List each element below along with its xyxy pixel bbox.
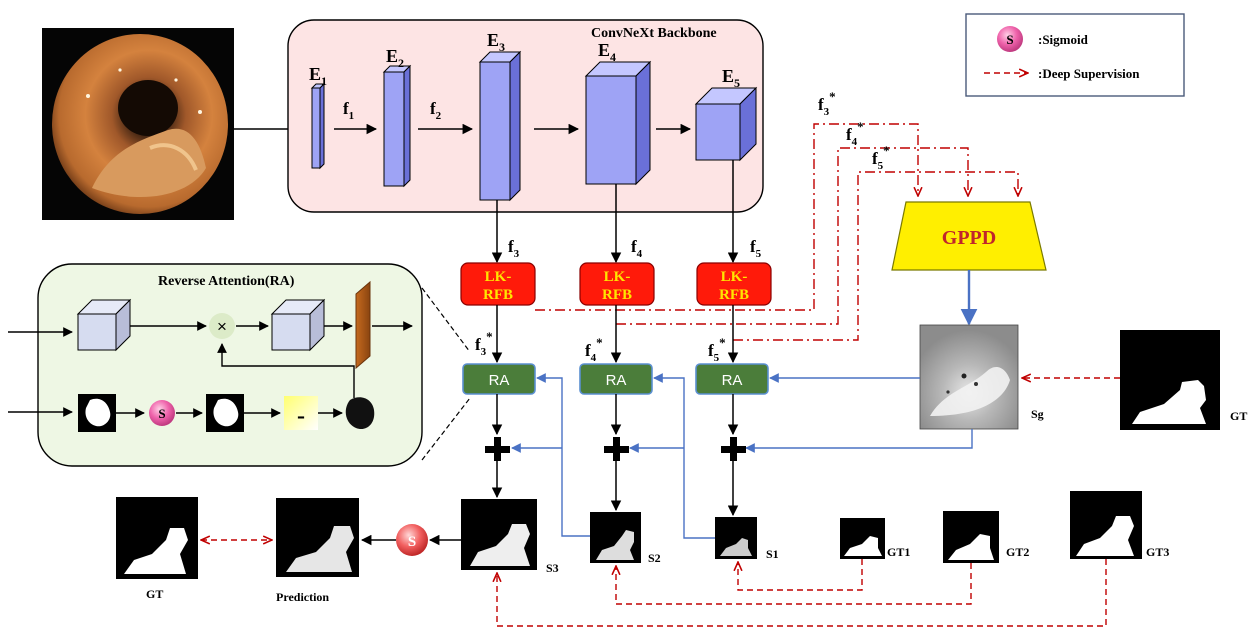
legend-sigmoid-icon: S (997, 26, 1023, 52)
encoder-stage-e5 (694, 86, 758, 162)
f3star-label: f3* (475, 329, 493, 358)
ra-panel-connector-top (421, 287, 471, 353)
gt-mask-top (1120, 330, 1220, 430)
multiply-op-icon: × (209, 313, 235, 339)
svg-text:RFB: RFB (602, 287, 632, 303)
gt1-label: GT1 (887, 545, 910, 559)
svg-text:S: S (1006, 32, 1013, 47)
svg-text:×: × (217, 317, 227, 336)
ra-block-5: RA (695, 363, 769, 395)
prediction-label: Prediction (276, 590, 329, 604)
legend-box (965, 13, 1185, 97)
svg-text:LK-: LK- (485, 269, 512, 285)
svg-text:-: - (297, 403, 305, 429)
add-op-4 (604, 437, 629, 461)
gt-mask-bottom (116, 497, 198, 579)
svg-text:GPPD: GPPD (942, 227, 996, 249)
ra-detail-panel (37, 263, 423, 467)
prediction-mask (276, 498, 359, 577)
gppd-feature-routes (535, 123, 1018, 341)
ra-sigmoid-mask (206, 394, 244, 432)
gppd-input-f5star-label: f5* (872, 143, 890, 172)
lkrfb-block-5: LK- RFB (696, 262, 772, 306)
s2-to-ra3-arrow (536, 373, 590, 537)
e2-label: E2 (386, 46, 404, 70)
e3-label: E3 (487, 30, 505, 54)
minus-op-icon: - (284, 396, 318, 430)
f2-label: f2 (430, 99, 442, 122)
global-map-sg (919, 324, 1019, 430)
svg-text:S: S (158, 406, 165, 421)
lkrfb-block-3: LK- RFB (460, 262, 536, 306)
lkrfb-block-4: LK- RFB (579, 262, 655, 306)
conv-plate (355, 280, 371, 370)
blob-to-multiply-arrow (217, 343, 355, 398)
svg-text:RFB: RFB (719, 287, 749, 303)
legend-deep-supervision-label: :Deep Supervision (1038, 66, 1140, 81)
legend-sigmoid-label: :Sigmoid (1038, 32, 1089, 47)
ra-sigmoid-icon: S (149, 400, 175, 426)
gppd-module: GPPD (891, 201, 1047, 271)
gt1-mask (840, 518, 885, 559)
gt3-label: GT3 (1146, 545, 1169, 559)
add-op-3 (485, 437, 510, 461)
svg-text:RA: RA (489, 372, 510, 389)
f4star-label: f4* (585, 335, 603, 364)
f1-label: f1 (343, 99, 354, 122)
ra-feature-cube (76, 298, 132, 352)
svg-text:RA: RA (722, 372, 743, 389)
ra-input-mask (78, 394, 116, 432)
ra-panel-title: Reverse Attention(RA) (158, 274, 295, 289)
f5-label: f5 (750, 237, 762, 260)
e1-label: E1 (309, 64, 327, 88)
svg-text:RA: RA (606, 372, 627, 389)
backbone-panel (287, 19, 764, 213)
svg-text:RFB: RFB (483, 287, 513, 303)
svg-text:LK-: LK- (604, 269, 631, 285)
s3-label: S3 (546, 561, 559, 575)
ra-block-4: RA (579, 363, 653, 395)
gppd-input-f3star-label: f3* (818, 89, 836, 118)
s1-to-ra4-arrow (653, 373, 715, 539)
gt3-mask (1070, 491, 1142, 559)
gt-bottom-label: GT (146, 587, 163, 601)
ra-block-3: RA (462, 363, 536, 395)
f4-label: f4 (631, 237, 643, 260)
backbone-title: ConvNeXt Backbone (591, 26, 717, 41)
gt2-label: GT2 (1006, 545, 1029, 559)
deep-supervision-links (497, 559, 1107, 627)
reverse-attention-blob (345, 397, 375, 430)
f5star-label: f5* (708, 335, 726, 364)
ra-output-cube (270, 298, 326, 352)
gt2-mask (943, 511, 999, 563)
f3-label: f3 (508, 237, 520, 260)
encoder-stage-e1 (310, 82, 326, 170)
encoder-stage-e4 (584, 60, 652, 186)
s1-map (715, 517, 757, 559)
sg-label: Sg (1031, 407, 1044, 421)
gppd-input-f4star-label: f4* (846, 119, 864, 148)
s1-label: S1 (766, 547, 779, 561)
s2-label: S2 (648, 551, 661, 565)
e4-label: E4 (598, 40, 616, 64)
s2-map (590, 512, 641, 563)
s3-map (461, 499, 537, 570)
gt-top-label: GT (1230, 409, 1247, 423)
output-sigmoid-icon: S (396, 524, 428, 556)
colonoscopy-input-image (42, 28, 234, 220)
add-op-5 (721, 437, 746, 461)
ra-panel-connector-bottom (421, 397, 471, 461)
encoder-stage-e2 (382, 64, 412, 188)
e5-label: E5 (722, 66, 740, 90)
svg-text:S: S (408, 534, 416, 550)
sg-to-add5-arrow (745, 429, 973, 453)
encoder-stage-e3 (478, 50, 522, 202)
svg-text:LK-: LK- (721, 269, 748, 285)
